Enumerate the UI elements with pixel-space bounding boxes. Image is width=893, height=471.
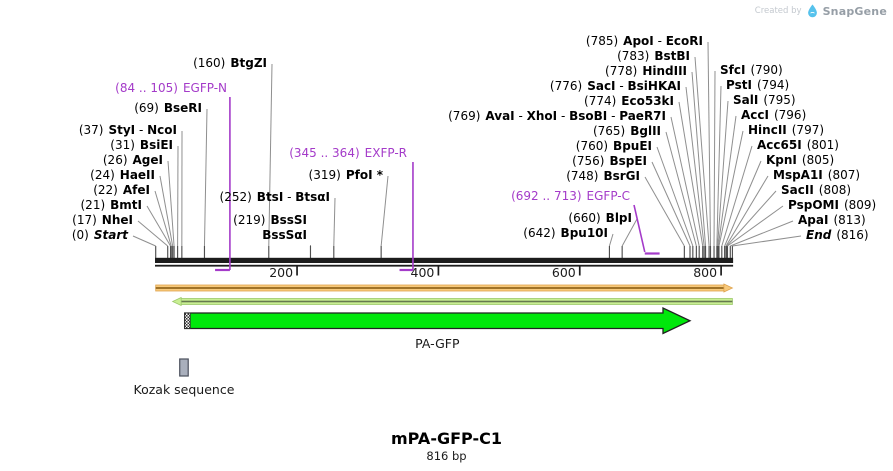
site-label: (252)BtsI - BtsαI	[219, 190, 330, 204]
sequence-bar	[155, 257, 734, 263]
site-label: HincII(797)	[748, 123, 825, 137]
site-label: (69)BseRI	[134, 101, 202, 115]
site-label: (760)BpuEI	[575, 139, 652, 153]
sequence-bar-bottom-strand	[155, 264, 734, 267]
site-leader-line	[716, 85, 722, 247]
primer-label: (345 .. 364)EXFP-R	[289, 146, 407, 160]
site-leader-line	[132, 235, 156, 247]
site-leader-line	[621, 218, 638, 247]
backbone-arrow-head	[723, 283, 734, 293]
site-leader-line	[167, 160, 175, 247]
kozak-box	[179, 358, 189, 377]
site-label: (17)NheI	[72, 213, 133, 227]
site-leader-line	[721, 145, 753, 247]
site-leader-line	[707, 41, 711, 247]
site-leader-line	[670, 116, 700, 247]
pa-gfp-label: PA-GFP	[415, 336, 460, 351]
backbone-arrow-core-line	[155, 287, 725, 289]
ruler-number: 800	[693, 265, 718, 280]
site-label: (748)BsrGI	[566, 169, 640, 183]
site-label: (660)BlpI	[568, 211, 632, 225]
site-leader-line	[730, 220, 794, 247]
site-leader-line	[732, 235, 802, 247]
site-label: End(816)	[806, 228, 869, 242]
primer-label: (692 .. 713)EGFP-C	[511, 189, 630, 203]
ruler-number: 200	[269, 265, 294, 280]
site-label: PspOMI(809)	[788, 198, 877, 212]
site-label: SfcI(790)	[720, 63, 783, 77]
site-label: (24)HaeII	[90, 168, 155, 182]
credit-text: Created by	[754, 6, 802, 16]
site-label: (31)BsiEI	[110, 138, 173, 152]
site-leader-line	[203, 108, 208, 247]
site-leader-line	[685, 86, 705, 247]
site-label: (776)SacI - BsiHKAI	[549, 79, 681, 93]
site-leader-line	[724, 160, 762, 247]
brand-name: SnapGene	[822, 4, 887, 18]
site-leader-line	[691, 71, 707, 247]
site-label: KpnI(805)	[766, 153, 835, 167]
pa-gfp-arrow	[184, 306, 692, 335]
site-leader-line	[713, 70, 716, 247]
ruler-number: 600	[551, 265, 576, 280]
primer-label: (84 .. 105)EGFP-N	[115, 81, 227, 95]
credit: Created by SnapGene	[755, 3, 887, 19]
site-leader-line	[380, 175, 389, 247]
site-leader-line	[644, 176, 685, 247]
site-leader-line	[727, 205, 784, 247]
plasmid-length: 816 bp	[426, 449, 467, 463]
site-leader-line	[608, 233, 614, 247]
site-label: PstI(794)	[726, 78, 790, 92]
site-label: (769)AvaI - XhoI - BsoBI - PaeR7I	[448, 109, 666, 123]
site-leader-line	[159, 175, 174, 247]
site-label: MspA1I(807)	[773, 168, 861, 182]
site-label: (774)Eco53kI	[584, 94, 674, 108]
site-label: Acc65I(801)	[757, 138, 839, 152]
site-label: SacII(808)	[781, 183, 852, 197]
site-label: AccI(796)	[741, 108, 807, 122]
site-label: (783)BstBI	[617, 49, 690, 63]
site-leader-line	[725, 175, 769, 247]
plasmid-title: mPA-GFP-C1	[391, 429, 502, 448]
site-label: (756)BspEI	[572, 154, 647, 168]
site-leader-line	[726, 190, 777, 247]
pa-gfp-hatched-start	[184, 312, 191, 329]
site-leader-line	[718, 130, 744, 247]
site-label: (319)PfoI *	[308, 168, 383, 182]
kozak-label: Kozak sequence	[133, 382, 235, 397]
site-label: (160)BtgZI	[193, 56, 267, 70]
site-label: (642)Bpu10I	[523, 226, 608, 240]
site-leader-line	[268, 63, 273, 247]
site-leader-line	[146, 205, 171, 247]
site-label: (37)StyI - NcoI	[78, 123, 177, 137]
site-leader-line	[137, 220, 169, 247]
reverse-strand-arrow-head	[171, 296, 182, 307]
snapgene-logo-icon	[806, 3, 819, 19]
site-label: (778)HindIII	[605, 64, 687, 78]
reverse-strand-arrow-core-line	[180, 300, 733, 303]
primer-connector-line	[633, 204, 646, 253]
site-label: (21)BmtI	[80, 198, 143, 212]
site-leader-line	[154, 190, 172, 247]
site-leader-line	[651, 161, 691, 247]
site-leader-line	[694, 56, 710, 247]
site-label: (765)BglII	[592, 124, 661, 138]
site-label: (26)AgeI	[102, 153, 163, 167]
site-leader-line	[678, 101, 704, 247]
site-label: ApaI(813)	[798, 213, 866, 227]
site-leader-line	[656, 146, 694, 247]
site-label: (22)AfeI	[93, 183, 150, 197]
site-leader-line	[717, 115, 737, 247]
site-label: (0)Start	[71, 228, 128, 242]
ruler-number: 400	[410, 265, 435, 280]
site-label: SalI(795)	[733, 93, 796, 107]
site-label: (785)ApoI - EcoRI	[585, 34, 703, 48]
site-leader-line	[717, 100, 729, 247]
site-leader-line	[665, 131, 697, 247]
site-leader-line	[333, 197, 336, 247]
